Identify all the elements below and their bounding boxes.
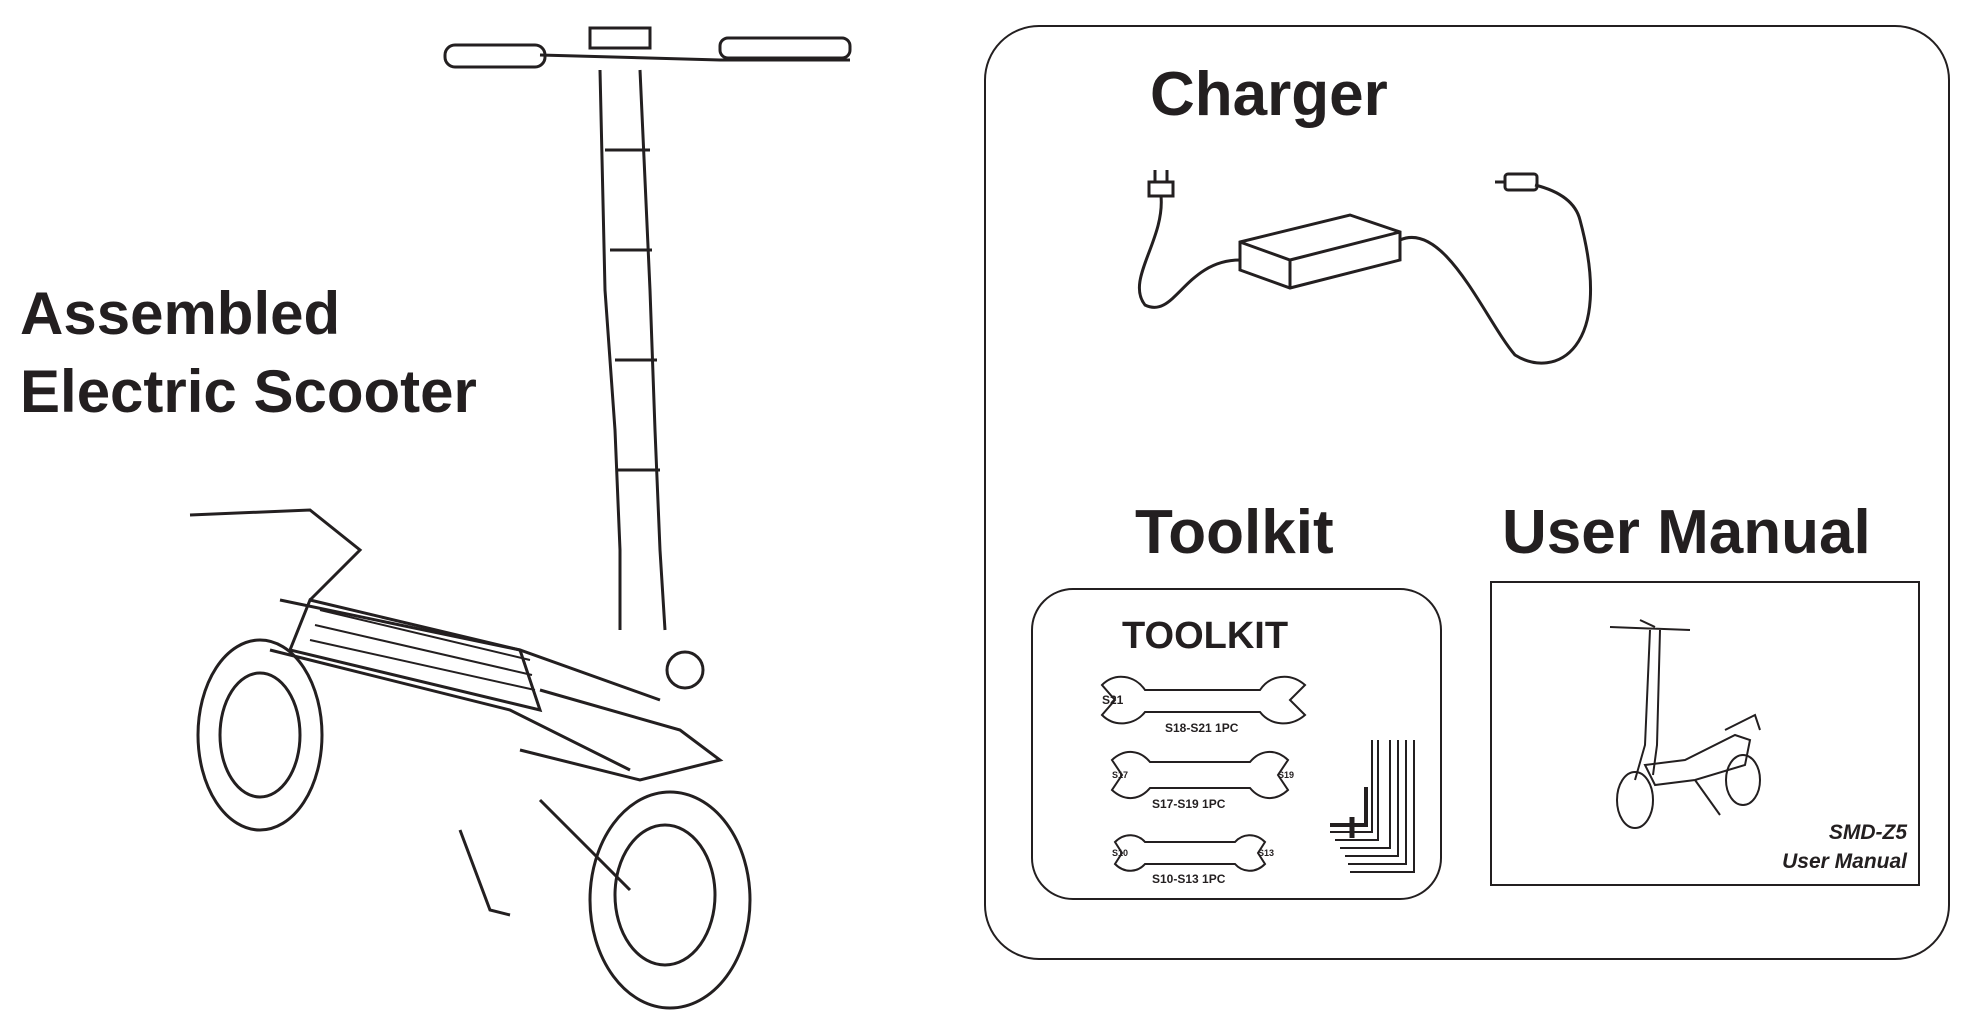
wrench-large: S21 S18-S21 1PC <box>1100 675 1307 735</box>
scooter-heading: Assembled Electric Scooter <box>20 284 477 440</box>
toolkit-panel <box>1031 588 1442 900</box>
scooter-heading-line2: Electric Scooter <box>20 358 477 425</box>
wrench-small-size-left: S10 <box>1112 848 1128 858</box>
package-contents-panel <box>984 25 1950 960</box>
user-manual-booklet <box>1490 581 1920 886</box>
scooter-illustration <box>189 26 852 1010</box>
user-manual-heading: User Manual <box>1502 498 1871 567</box>
toolkit-illustration: S21 S18-S21 1PC S17 S19 S17-S19 1PC S10 … <box>1100 675 1415 886</box>
wrench-medium-size-left: S17 <box>1112 770 1128 780</box>
toolkit-label: TOOLKIT <box>1122 615 1289 657</box>
toolkit-heading: Toolkit <box>1135 498 1334 567</box>
wrench-small: S10 S13 S10-S13 1PC <box>1112 834 1274 886</box>
scooter-heading-line1: Assembled <box>20 280 341 347</box>
hex-keys <box>1330 740 1415 873</box>
manual-cover-scooter-illustration <box>1609 619 1761 829</box>
wrench-medium: S17 S19 S17-S19 1PC <box>1110 751 1294 811</box>
wrench-large-label: S18-S21 1PC <box>1165 721 1239 735</box>
wrench-large-size-left: S21 <box>1102 693 1124 707</box>
manual-cover-subtitle: User Manual <box>1782 850 1907 873</box>
wrench-small-label: S10-S13 1PC <box>1152 872 1226 886</box>
wrench-medium-size-right: S19 <box>1278 770 1294 780</box>
wrench-medium-label: S17-S19 1PC <box>1152 797 1226 811</box>
manual-model-name: SMD-Z5 <box>1828 821 1907 844</box>
wrench-small-size-right: S13 <box>1258 848 1274 858</box>
charger-illustration <box>1138 170 1592 365</box>
charger-heading: Charger <box>1150 60 1388 129</box>
